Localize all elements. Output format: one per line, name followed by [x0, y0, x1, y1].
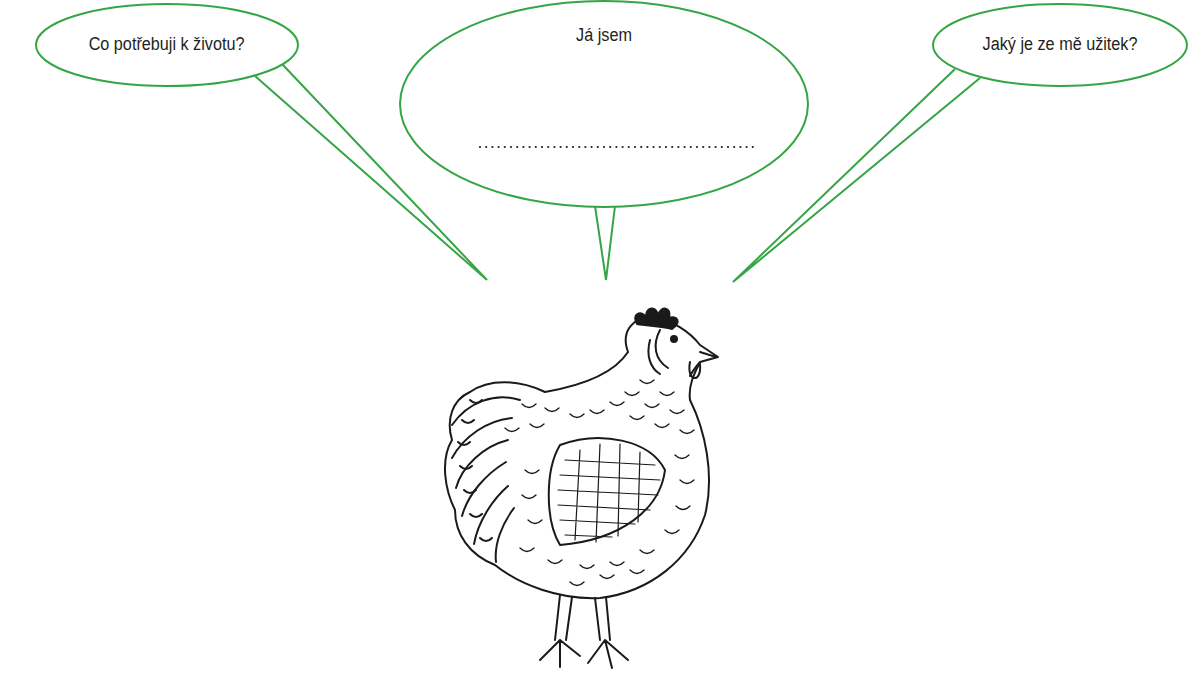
bubble-text-box: Co potřebuji k životu? — [35, 3, 299, 87]
hen-head — [626, 318, 718, 376]
bubble-ellipse — [400, 1, 808, 207]
hen-wing — [549, 438, 665, 545]
hen-eye — [671, 336, 677, 342]
hen-illustration — [445, 308, 718, 668]
bubble-ellipse — [933, 4, 1187, 86]
hen-wattle — [689, 362, 700, 378]
bubble-ellipse — [36, 4, 298, 86]
bubble-text: Co potřebuji k životu? — [89, 34, 245, 56]
hen-tail-feathers — [452, 397, 520, 562]
hen-beak — [700, 352, 716, 357]
hen-tail-scallops — [458, 400, 492, 541]
speech-bubble: Já jsem — [399, 0, 809, 208]
hen-body — [445, 352, 709, 598]
fill-in-blank — [480, 146, 756, 148]
bubble-text: Jaký je ze mě užitek? — [983, 34, 1138, 56]
speech-bubble: Jaký je ze mě užitek? — [932, 3, 1188, 87]
bubble-text-box: Jaký je ze mě užitek? — [932, 3, 1188, 87]
hen-wing-hatching — [558, 444, 660, 542]
speech-bubble: Co potřebuji k životu? — [35, 3, 299, 87]
bubble-text-box: Já jsem — [399, 0, 809, 208]
hen-neck-feathers — [648, 330, 668, 374]
bubble-tail — [595, 206, 615, 280]
bubble-text: Já jsem — [576, 25, 632, 47]
hen-feather-scallops — [505, 380, 694, 586]
hen-feet — [540, 640, 628, 668]
hen-legs — [555, 595, 610, 640]
hen-comb — [635, 308, 677, 329]
